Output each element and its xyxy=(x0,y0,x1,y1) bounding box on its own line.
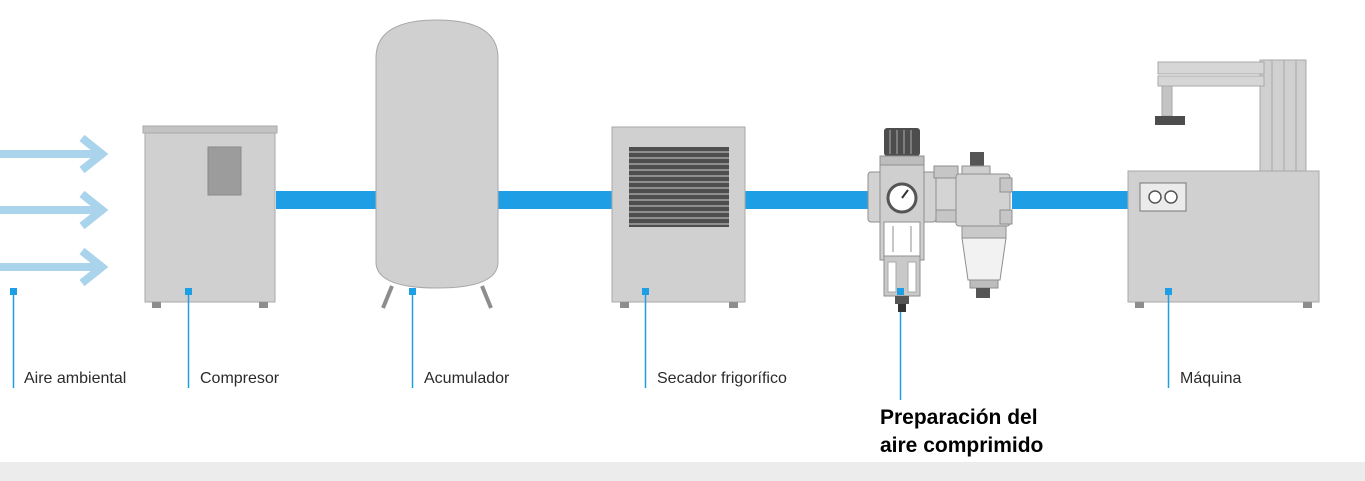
callout-markers xyxy=(10,288,1172,400)
label-compresor: Compresor xyxy=(200,370,280,387)
label-maquina: Máquina xyxy=(1180,370,1242,387)
marker-maquina xyxy=(1165,288,1172,295)
label-preparacion-line1: Preparación del xyxy=(880,406,1038,429)
label-aire-ambiental: Aire ambiental xyxy=(24,370,127,387)
ambient-air-arrows xyxy=(0,134,109,287)
marker-acumulador xyxy=(409,288,416,295)
air-pipe xyxy=(276,191,1132,209)
marker-secador xyxy=(642,288,649,295)
label-preparacion-line2: aire comprimido xyxy=(880,434,1044,457)
air-arrow-icon xyxy=(0,134,109,174)
air-arrow-icon xyxy=(0,247,109,287)
machine xyxy=(1127,59,1320,308)
label-secador: Secador frigorífico xyxy=(657,370,787,387)
footer-band xyxy=(0,462,1365,481)
dryer-grille xyxy=(629,151,729,225)
accumulator-tank xyxy=(375,19,499,309)
marker-preparacion xyxy=(897,288,904,295)
marker-aire-ambiental xyxy=(10,288,17,295)
compressor-unit xyxy=(142,125,278,308)
air-arrow-icon xyxy=(0,190,109,230)
refrigeration-dryer xyxy=(611,126,746,308)
label-acumulador: Acumulador xyxy=(424,370,510,387)
air-preparation-unit xyxy=(867,128,1013,312)
marker-compresor xyxy=(185,288,192,295)
indicator-light-icon xyxy=(1164,190,1178,204)
indicator-light-icon xyxy=(1148,190,1162,204)
